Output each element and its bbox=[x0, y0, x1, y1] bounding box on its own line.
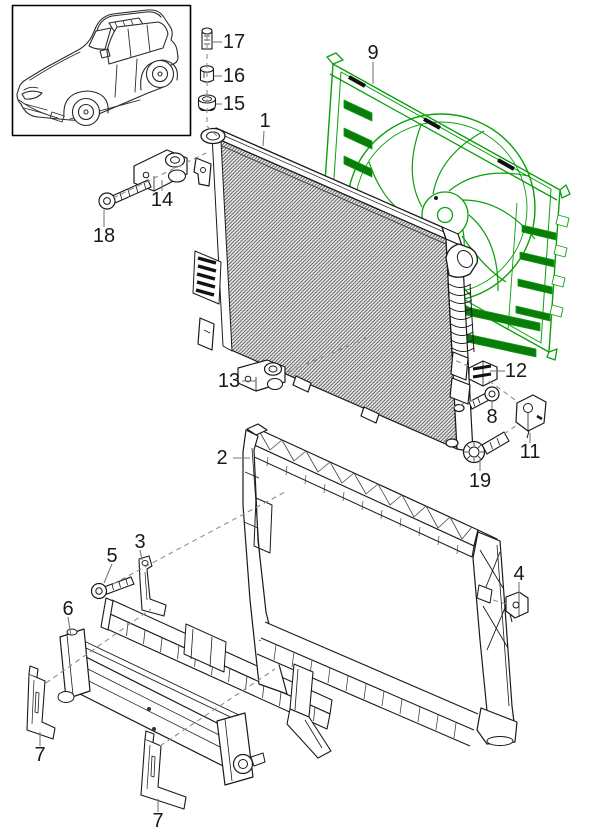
car-door-seams bbox=[114, 58, 138, 98]
frame-rail-lattice bbox=[257, 428, 473, 540]
frame-panel-cutout bbox=[253, 497, 273, 554]
callout-17[interactable]: 17 bbox=[222, 31, 246, 53]
assembly-dashed-lines bbox=[45, 36, 519, 747]
oil-cooler bbox=[57, 628, 266, 786]
callout-3[interactable]: 3 bbox=[134, 531, 146, 553]
callout-12[interactable]: 12 bbox=[504, 360, 528, 382]
radiator-corner-pin bbox=[445, 438, 459, 448]
sensor-11 bbox=[515, 394, 547, 439]
shroud-corner-tab-tr bbox=[559, 184, 571, 199]
callout-15[interactable]: 15 bbox=[222, 93, 246, 115]
shroud-divider bbox=[507, 202, 518, 331]
shroud-corner-tab-br bbox=[546, 348, 558, 361]
bracket-3 bbox=[138, 555, 167, 617]
radiator-left-hook bbox=[193, 157, 212, 187]
frame-side-tab bbox=[476, 584, 493, 604]
car-side-windows bbox=[106, 21, 169, 65]
callout-2[interactable]: 2 bbox=[216, 447, 228, 469]
car-roof-rail bbox=[96, 11, 162, 32]
cooler-left-cap bbox=[59, 628, 91, 700]
frame-console-gusset bbox=[286, 708, 332, 759]
radiator-hose-neck bbox=[445, 243, 478, 278]
clip-12 bbox=[468, 360, 498, 387]
shroud-corner-tab-tl bbox=[326, 52, 344, 65]
callout-7-left[interactable]: 7 bbox=[34, 744, 46, 766]
bolt-5 bbox=[90, 576, 135, 600]
frame-left-panel bbox=[242, 429, 288, 695]
callout-13[interactable]: 13 bbox=[217, 370, 241, 392]
carrier-frame bbox=[242, 423, 518, 759]
car-front-arch bbox=[63, 90, 109, 118]
radiator-bellows bbox=[447, 281, 475, 353]
car-bumper bbox=[18, 99, 59, 119]
radiator-bottom-tab-2 bbox=[360, 406, 380, 424]
car-hood-lines bbox=[23, 51, 81, 91]
car-front-wheel bbox=[71, 97, 101, 127]
car-windshield bbox=[88, 27, 112, 50]
callout-18[interactable]: 18 bbox=[92, 225, 116, 247]
radiator-lower-hook bbox=[197, 317, 215, 351]
bracket-13 bbox=[237, 359, 286, 392]
bolt-19 bbox=[462, 431, 510, 464]
callout-6[interactable]: 6 bbox=[62, 598, 74, 620]
cooler-port bbox=[232, 753, 254, 775]
car-mirror bbox=[99, 48, 111, 59]
callout-leader-lines bbox=[39, 41, 531, 812]
shroud-edge-tabs bbox=[549, 214, 570, 318]
radiator-bottom-tab-1 bbox=[292, 375, 312, 393]
bolt-8 bbox=[468, 386, 500, 410]
callout-1[interactable]: 1 bbox=[259, 110, 271, 132]
fan-shroud bbox=[321, 52, 571, 361]
shroud-inner-frame bbox=[330, 71, 552, 344]
callout-16[interactable]: 16 bbox=[222, 65, 246, 87]
bolt-18 bbox=[98, 179, 152, 210]
shroud-vent-slats-right bbox=[515, 224, 557, 322]
radiator-mount-seat bbox=[200, 127, 226, 145]
radiator bbox=[192, 127, 478, 453]
callout-14[interactable]: 14 bbox=[150, 189, 174, 211]
callout-7-bottom[interactable]: 7 bbox=[152, 810, 164, 832]
radiator-lower-stub bbox=[450, 351, 469, 381]
shroud-strut-right bbox=[461, 235, 507, 283]
shroud-top-rail bbox=[329, 73, 558, 201]
clip-4 bbox=[505, 591, 529, 623]
frame-pillar-xbrace bbox=[479, 549, 509, 651]
callout-9[interactable]: 9 bbox=[367, 42, 379, 64]
bar-pocket bbox=[183, 623, 227, 673]
callout-4[interactable]: 4 bbox=[513, 563, 525, 585]
car-rear-arch bbox=[140, 59, 178, 91]
car-headlight bbox=[21, 90, 43, 100]
callout-5[interactable]: 5 bbox=[106, 545, 118, 567]
vehicle-inset bbox=[11, 4, 192, 137]
fan-hub-dot bbox=[434, 196, 438, 200]
frame-console-strip bbox=[289, 663, 314, 718]
cooler-port-stub bbox=[250, 752, 266, 767]
bracket-7-bottom bbox=[140, 730, 187, 810]
shroud-black-mounts bbox=[348, 75, 515, 171]
callout-11[interactable]: 11 bbox=[519, 441, 541, 463]
bracket-7-left bbox=[26, 665, 56, 740]
fan-hub-center bbox=[436, 206, 454, 224]
callout-19[interactable]: 19 bbox=[468, 470, 492, 492]
frame-top-rail bbox=[251, 427, 479, 547]
cooler-right-cap bbox=[216, 712, 254, 786]
radiator-lower-mount bbox=[449, 377, 471, 405]
car-rear-wheel bbox=[145, 59, 175, 89]
frame-rail-front bbox=[249, 443, 475, 558]
callout-8[interactable]: 8 bbox=[486, 406, 498, 428]
